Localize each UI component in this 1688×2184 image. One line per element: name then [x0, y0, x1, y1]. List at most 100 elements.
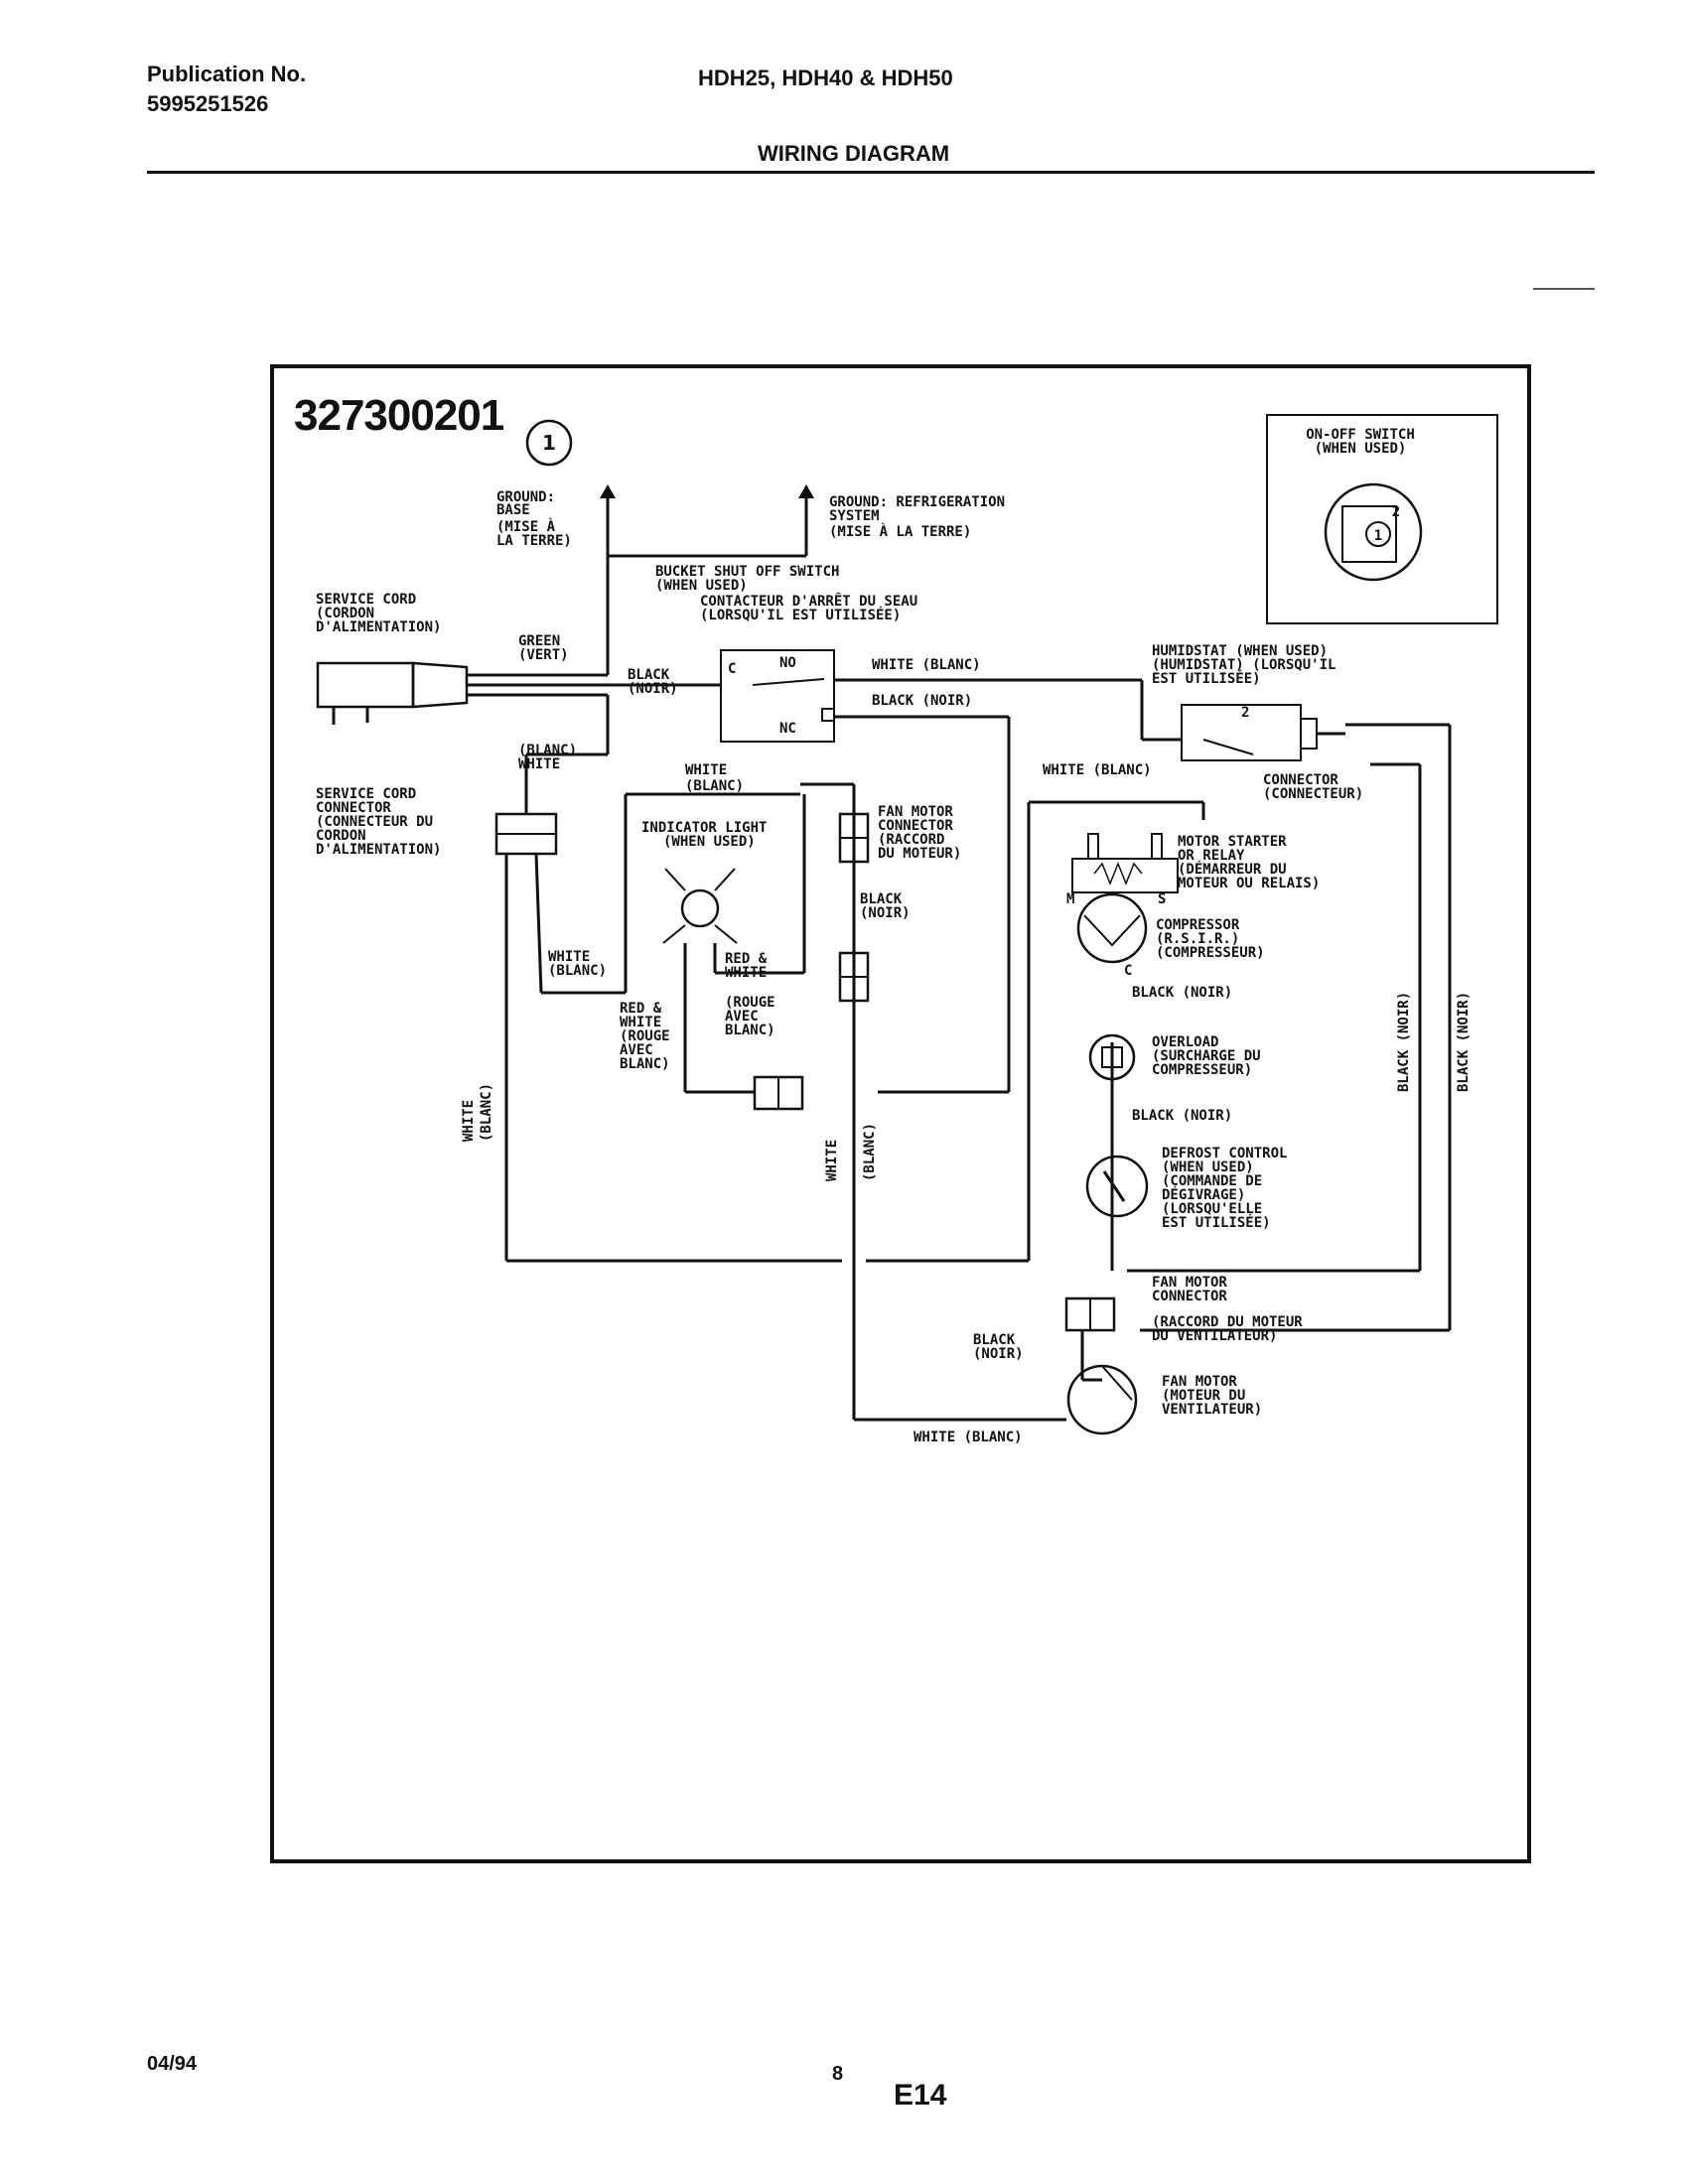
- footer-page-code: E14: [894, 2079, 947, 2112]
- indicator-light-label-1: (WHEN USED): [663, 834, 756, 850]
- bucket-switch-label-3: (LORSQU'IL EST UTILISÉE): [700, 607, 901, 623]
- white-top-label: WHITE (BLANC): [872, 657, 981, 673]
- connector-label-0: CONNECTOR: [1263, 772, 1338, 788]
- bucket-terminal-c: C: [728, 661, 736, 677]
- cord-connector-label-3: CORDON: [316, 828, 366, 844]
- red-white-left-label-1: WHITE: [620, 1015, 661, 1030]
- compressor: [1076, 892, 1148, 964]
- white-low-label-1: (BLANC): [548, 963, 607, 979]
- ground-refrigeration-label-2: (MISE À LA TERRE): [829, 523, 971, 540]
- compressor-label-0: COMPRESSOR: [1156, 917, 1240, 933]
- black-overload-label: BLACK (NOIR): [1132, 1108, 1232, 1124]
- footer-page-number: 8: [832, 2063, 844, 2085]
- bucket-switch-label-0: BUCKET SHUT OFF SWITCH: [655, 564, 839, 580]
- cord-blanc-label-0: (BLANC): [518, 743, 577, 758]
- red-white-left-label-4: BLANC): [620, 1056, 670, 1072]
- black-vert-1-label: BLACK (NOIR): [1396, 992, 1412, 1092]
- red-white-left-label-2: (ROUGE: [620, 1028, 670, 1044]
- fan-motor-label-2: VENTILATEUR): [1162, 1402, 1262, 1418]
- defrost-control: [1085, 1155, 1149, 1218]
- white-vert-left-label-0: WHITE: [461, 1100, 477, 1142]
- connector-label-1: (CONNECTEUR): [1263, 786, 1363, 802]
- red-white-light-label-0: RED &: [725, 951, 768, 967]
- black-fan-label-1: (NOIR): [860, 905, 911, 921]
- white-vert-left-label-1: (BLANC): [479, 1083, 494, 1142]
- humidstat-label-1: (HUMIDSTAT) (LORSQU'IL: [1152, 657, 1336, 673]
- black-main-label-1: (NOIR): [628, 681, 678, 697]
- section-title: WIRING DIAGRAM: [758, 141, 950, 166]
- white-vert-center-label: WHITE: [824, 1140, 840, 1181]
- black-top-label: BLACK (NOIR): [872, 693, 972, 709]
- white-right-label: WHITE (BLANC): [1043, 762, 1152, 778]
- switch-terminal-1: 1: [1374, 528, 1382, 544]
- switch-terminal-2: 2: [1392, 504, 1400, 520]
- motor-starter-label-1: OR RELAY: [1178, 848, 1245, 864]
- fan-motor-label-0: FAN MOTOR: [1162, 1374, 1237, 1390]
- service-cord-label-0: SERVICE CORD: [316, 592, 416, 608]
- diagram-frame: [270, 364, 1531, 1863]
- circle-marker: [525, 419, 573, 467]
- cord-blanc-label-1: WHITE: [518, 756, 560, 772]
- red-white-light-label-3: AVEC: [725, 1009, 759, 1024]
- defrost-label-0: DEFROST CONTROL: [1162, 1146, 1287, 1161]
- compressor-label-1: (R.S.I.R.): [1156, 931, 1239, 947]
- humidstat-label-0: HUMIDSTAT (WHEN USED): [1152, 643, 1328, 659]
- fan-connector-bottom-label-1: CONNECTOR: [1152, 1289, 1227, 1304]
- service-cord-label-1: (CORDON: [316, 606, 374, 621]
- white-bottom-label: WHITE (BLANC): [914, 1430, 1023, 1445]
- footer-date: 04/94: [147, 2053, 198, 2075]
- defrost-label-3: DÉGIVRAGE): [1162, 1186, 1245, 1203]
- circle-marker-label: 1: [542, 431, 556, 455]
- defrost-label-1: (WHEN USED): [1162, 1160, 1254, 1175]
- defrost-label-2: (COMMANDE DE: [1162, 1173, 1262, 1189]
- red-white-left-label-0: RED &: [620, 1001, 662, 1017]
- red-white-left-label-3: AVEC: [620, 1042, 653, 1058]
- indicator-light-label-0: INDICATOR LIGHT: [641, 820, 767, 836]
- humidstat-terminal: 2: [1241, 705, 1249, 721]
- publication-number: 5995251526: [147, 91, 269, 116]
- ground-base-label-3: LA TERRE): [496, 533, 572, 549]
- fan-connector-bottom-label-2: (RACCORD DU MOTEUR: [1152, 1314, 1303, 1330]
- motor-starter-label-2: (DÉMARREUR DU: [1178, 861, 1287, 878]
- publication-label: Publication No.: [147, 62, 307, 86]
- indicator-light: [680, 888, 720, 928]
- fan-connector-top-label-2: (RACCORD: [878, 832, 944, 848]
- motor-starter-label-3: MOTEUR OU RELAIS): [1178, 876, 1320, 891]
- cord-connector-label-0: SERVICE CORD: [316, 786, 416, 802]
- overload-label-2: COMPRESSEUR): [1152, 1062, 1252, 1078]
- ground-base-arrow: [600, 484, 616, 498]
- defrost-label-5: EST UTILISÉE): [1162, 1214, 1271, 1231]
- fan-motor: [1066, 1364, 1138, 1435]
- black-bottom-label-1: (NOIR): [973, 1346, 1024, 1362]
- cord-connector-label-1: CONNECTOR: [316, 800, 391, 816]
- part-number: 327300201: [294, 391, 504, 440]
- ground-refrigeration-arrow: [798, 484, 814, 498]
- bucket-terminal-no: NO: [779, 655, 796, 671]
- cord-connector-label-2: (CONNECTEUR DU: [316, 814, 433, 830]
- fan-connector-top-label-0: FAN MOTOR: [878, 804, 953, 820]
- red-white-light-label-2: (ROUGE: [725, 995, 775, 1011]
- bucket-terminal-nc: NC: [779, 721, 796, 737]
- fan-motor-label-1: (MOTEUR DU: [1162, 1388, 1245, 1404]
- relay-terminal-c: C: [1124, 963, 1132, 979]
- model-list: HDH25, HDH40 & HDH50: [698, 66, 953, 90]
- red-white-light-label-4: BLANC): [725, 1023, 775, 1038]
- fan-connector-top-label-3: DU MOTEUR): [878, 846, 961, 862]
- header-rule: [147, 171, 1595, 174]
- ground-refrigeration-label-0: GROUND: REFRIGERATION: [829, 494, 1005, 510]
- service-cord-plug: [316, 661, 415, 709]
- white-mid-label-1: (BLANC): [685, 778, 744, 794]
- black-main-label-0: BLACK: [628, 667, 670, 683]
- black-vert-2-label: BLACK (NOIR): [1456, 992, 1472, 1092]
- white-low-label-0: WHITE: [548, 949, 590, 965]
- ground-refrigeration-label-1: SYSTEM: [829, 508, 880, 524]
- connector: [1300, 718, 1318, 750]
- labels: GROUND: BASE (MISE À LA TERRE) GROUND: R…: [316, 489, 1472, 1445]
- black-fan-label-0: BLACK: [860, 891, 903, 907]
- bucket-shut-off-switch: [720, 649, 835, 743]
- ground-base-label-0: GROUND:: [496, 489, 555, 505]
- fan-connector-top-label-1: CONNECTOR: [878, 818, 953, 834]
- defrost-label-4: (LORSQU'ELLE: [1162, 1201, 1262, 1217]
- compressor-label-2: (COMPRESSEUR): [1156, 945, 1265, 961]
